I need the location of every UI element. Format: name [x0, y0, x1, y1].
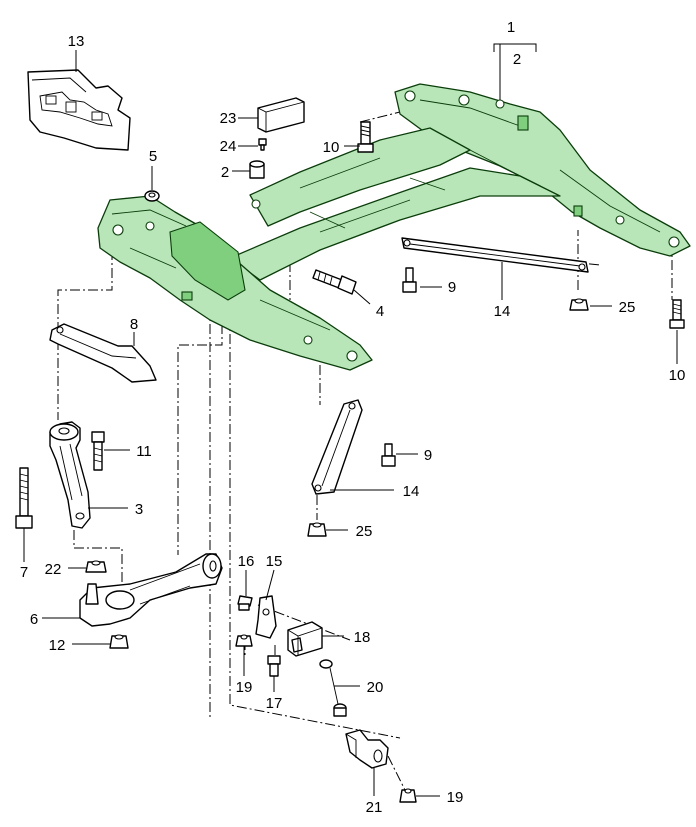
- part-19-nut-lower: [399, 788, 417, 803]
- part-15-bracket: [255, 595, 277, 639]
- callout-19-lower: 19: [447, 789, 464, 806]
- part-11-bolt: [91, 431, 105, 471]
- callout-10-upper: 10: [323, 139, 340, 156]
- callout-2-top: 2: [513, 51, 521, 68]
- part-13-bracket-plate: [27, 69, 131, 151]
- callout-9-upper: 9: [448, 279, 456, 296]
- callout-7: 7: [20, 564, 28, 581]
- part-14-brace-upper: [401, 237, 589, 273]
- part-4-long-bolt: [312, 269, 357, 295]
- part-18-sensor: [287, 621, 323, 657]
- part-2-bushing: [249, 160, 265, 179]
- callout-1: 1: [507, 19, 515, 36]
- part-23-rubber-pad: [257, 97, 305, 133]
- callout-9-lower: 9: [424, 447, 432, 464]
- part-14-brace-lower: [311, 399, 363, 495]
- callout-11: 11: [136, 443, 152, 460]
- part-8-bracket: [49, 323, 157, 383]
- part-22-nut: [85, 560, 107, 573]
- callout-14-lower: 14: [403, 483, 420, 500]
- part-7-long-bolt: [15, 467, 33, 529]
- callout-24: 24: [220, 138, 237, 155]
- part-19-nut-upper: [235, 634, 253, 647]
- part-25-nut-upper: [569, 298, 589, 311]
- callout-21: 21: [366, 799, 383, 816]
- part-20-link-rod: [319, 659, 347, 717]
- callout-6: 6: [30, 611, 38, 628]
- callout-4: 4: [376, 303, 384, 320]
- callout-18: 18: [354, 629, 371, 646]
- part-10-bolt-upper: [357, 121, 374, 153]
- part-9-bolt-upper: [402, 267, 417, 293]
- callout-8: 8: [130, 316, 138, 333]
- callout-22: 22: [45, 561, 62, 578]
- callout-14-upper: 14: [494, 303, 511, 320]
- part-25-nut-lower: [307, 522, 327, 537]
- callout-23: 23: [220, 110, 237, 127]
- callout-17: 17: [266, 695, 283, 712]
- part-16-screw: [237, 595, 253, 611]
- callout-19-upper: 19: [236, 679, 253, 696]
- part-5-nut: [144, 190, 160, 202]
- callout-20: 20: [367, 679, 384, 696]
- callout-13: 13: [68, 33, 85, 50]
- part-9-bolt-lower: [381, 443, 396, 467]
- callout-16: 16: [238, 553, 255, 570]
- part-6-control-arm: [79, 553, 223, 627]
- part-17-screw: [267, 655, 281, 677]
- part-12-nut: [109, 634, 129, 649]
- part-24-screw: [258, 138, 267, 151]
- leader-lines: [23, 43, 678, 797]
- callout-numbers: 1 2 13 5 23 24 2 10 4 9 14 25 10 8 11 9 …: [20, 19, 686, 816]
- callout-12: 12: [49, 637, 66, 654]
- part-21-mount: [345, 729, 389, 769]
- callout-10-lower: 10: [669, 367, 686, 384]
- callout-2: 2: [221, 164, 229, 181]
- part-10-bolt-lower: [669, 299, 685, 329]
- part-3-engine-mount: [49, 421, 91, 529]
- callout-25-lower: 25: [356, 523, 373, 540]
- callout-25-upper: 25: [619, 299, 636, 316]
- callout-15: 15: [266, 553, 283, 570]
- callout-5: 5: [149, 148, 157, 165]
- callout-3: 3: [135, 501, 143, 518]
- part-1-crossmember-frame: [97, 83, 691, 371]
